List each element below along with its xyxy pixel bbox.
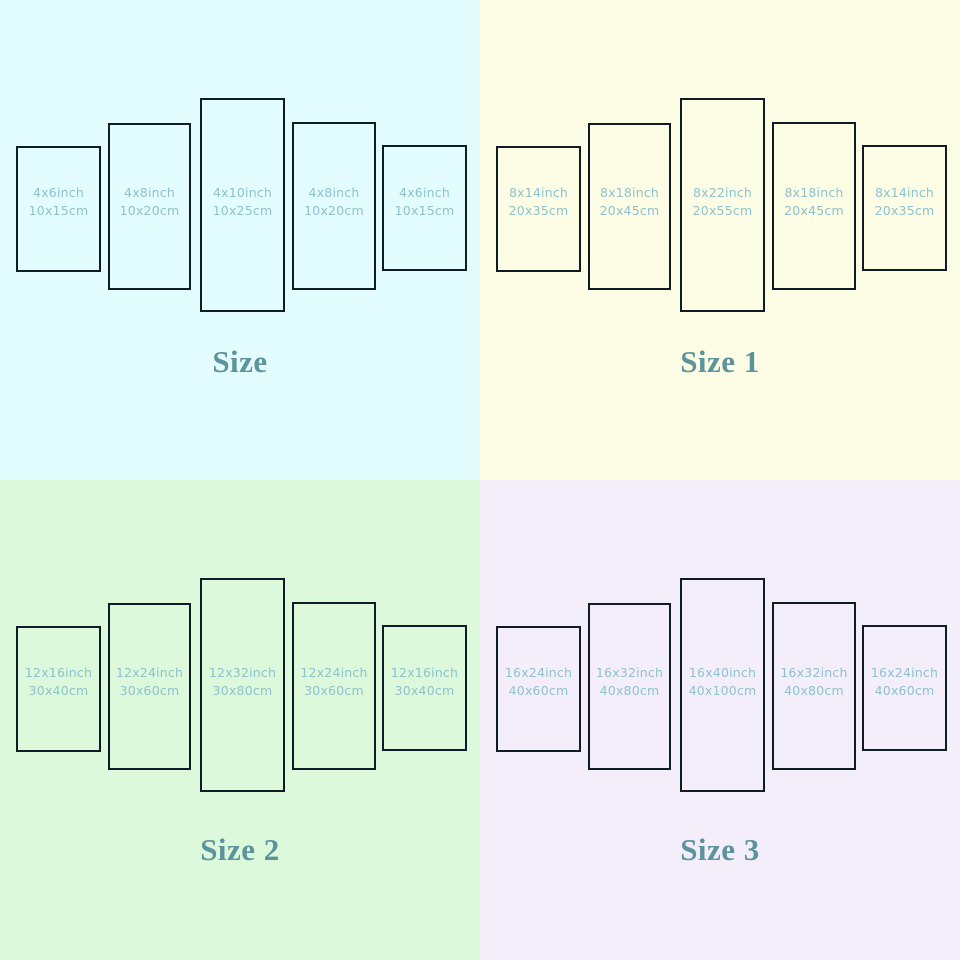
panel-size-label: 4x8inch 10x20cm [274,184,394,220]
panel-size-cm: 30x40cm [394,683,455,698]
panel-size-label: 12x24inch 30x60cm [90,664,209,700]
panel-size-label: 4x10inch 10x25cm [182,184,304,220]
panel-size-label: 8x22inch 20x55cm [662,184,784,220]
panel-size-cm: 30x80cm [212,683,273,698]
panel-size-label: 8x14inch 20x35cm [480,184,599,220]
panel-size-inch: 4x6inch [33,185,84,200]
size-title-size-1: Size 1 [680,344,760,379]
canvas-panel: 8x18inch 20x45cm [588,123,671,290]
panel-size-cm: 10x15cm [394,203,455,218]
canvas-panel: 12x16inch 30x40cm [382,625,467,751]
panel-size-inch: 4x8inch [124,185,175,200]
panel-size-cm: 10x15cm [28,203,89,218]
panel-size-label: 16x24inch 40x60cm [844,664,960,700]
panel-size-inch: 12x16inch [390,665,459,680]
canvas-panel: 8x22inch 20x55cm [680,98,765,312]
panel-size-label: 8x18inch 20x45cm [570,184,689,220]
panel-size-inch: 8x14inch [874,185,935,200]
panel-size-cm: 10x20cm [304,203,364,218]
panel-size-cm: 40x80cm [784,683,844,698]
panel-size-label: 16x32inch 40x80cm [754,664,874,700]
panel-size-label: 12x24inch 30x60cm [274,664,394,700]
canvas-panel: 12x24inch 30x60cm [108,603,191,770]
canvas-panel: 4x6inch 10x15cm [16,146,101,272]
panel-size-cm: 20x55cm [692,203,753,218]
canvas-panel: 16x40inch 40x100cm [680,578,765,792]
canvas-panel: 16x32inch 40x80cm [588,603,671,770]
canvas-panel: 12x16inch 30x40cm [16,626,101,752]
panel-size-inch: 8x22inch [692,185,753,200]
panel-group-size-1: 8x14inch 20x35cm 8x18inch 20x45cm 8x22inch 20… [480,0,960,480]
panel-size-label: 12x16inch 30x40cm [0,664,119,700]
panel-size-inch: 12x24inch [115,665,184,680]
panel-size-inch: 8x18inch [784,185,844,200]
panel-size-cm: 10x20cm [119,203,180,218]
panel-size-inch: 16x24inch [504,665,573,680]
panel-size-label: 4x8inch 10x20cm [90,184,209,220]
canvas-panel: 4x10inch 10x25cm [200,98,285,312]
panel-size-label: 12x32inch 30x80cm [182,664,304,700]
panel-size-inch: 4x10inch [212,185,273,200]
canvas-panel: 4x6inch 10x15cm [382,145,467,271]
panel-size-cm: 30x40cm [28,683,89,698]
canvas-panel: 8x14inch 20x35cm [496,146,581,272]
canvas-panel: 16x32inch 40x80cm [772,602,856,770]
panel-size-cm: 20x35cm [874,203,935,218]
panel-size-cm: 20x45cm [784,203,844,218]
panel-size-inch: 4x6inch [399,185,450,200]
quadrant-size-1: 8x14inch 20x35cm 8x18inch 20x45cm 8x22inch 20… [480,0,960,480]
size-title-size-2: Size 2 [200,832,280,867]
canvas-panel: 16x24inch 40x60cm [862,625,947,751]
panel-size-cm: 40x60cm [508,683,569,698]
panel-size-label: 16x24inch 40x60cm [480,664,599,700]
panel-size-inch: 12x32inch [208,665,277,680]
panel-size-inch: 8x14inch [508,185,569,200]
panel-size-cm: 20x45cm [599,203,660,218]
panel-size-label: 8x14inch 20x35cm [844,184,960,220]
panel-size-inch: 4x8inch [308,185,360,200]
panel-size-inch: 16x24inch [870,665,939,680]
panel-size-inch: 16x32inch [780,665,848,680]
size-title-size-3: Size 3 [680,832,760,867]
canvas-panel: 12x24inch 30x60cm [292,602,376,770]
panel-size-label: 8x18inch 20x45cm [754,184,874,220]
panel-size-label: 16x32inch 40x80cm [570,664,689,700]
quadrant-size: 4x6inch 10x15cm 4x8inch 10x20cm 4x10inch 10x2… [0,0,480,480]
canvas-panel: 8x14inch 20x35cm [862,145,947,271]
size-title-size: Size [212,344,268,379]
panel-size-inch: 12x16inch [24,665,93,680]
panel-size-cm: 30x60cm [304,683,364,698]
panel-size-inch: 12x24inch [300,665,368,680]
panel-size-cm: 20x35cm [508,203,569,218]
panel-size-cm: 40x60cm [874,683,935,698]
panel-size-cm: 40x100cm [688,683,757,698]
panel-group-size: 4x6inch 10x15cm 4x8inch 10x20cm 4x10inch 10x2… [0,0,480,480]
panel-size-cm: 10x25cm [212,203,273,218]
canvas-panel: 4x8inch 10x20cm [108,123,191,290]
canvas-panel: 4x8inch 10x20cm [292,122,376,290]
canvas-panel: 12x32inch 30x80cm [200,578,285,792]
panel-size-label: 16x40inch 40x100cm [662,664,784,700]
panel-size-label: 12x16inch 30x40cm [364,664,480,700]
panel-size-inch: 8x18inch [599,185,660,200]
canvas-panel: 8x18inch 20x45cm [772,122,856,290]
panel-size-inch: 16x32inch [595,665,664,680]
panel-size-label: 4x6inch 10x15cm [364,184,480,220]
panel-size-inch: 16x40inch [688,665,757,680]
panel-size-cm: 30x60cm [119,683,180,698]
panel-size-cm: 40x80cm [599,683,660,698]
canvas-panel: 16x24inch 40x60cm [496,626,581,752]
panel-size-label: 4x6inch 10x15cm [0,184,119,220]
